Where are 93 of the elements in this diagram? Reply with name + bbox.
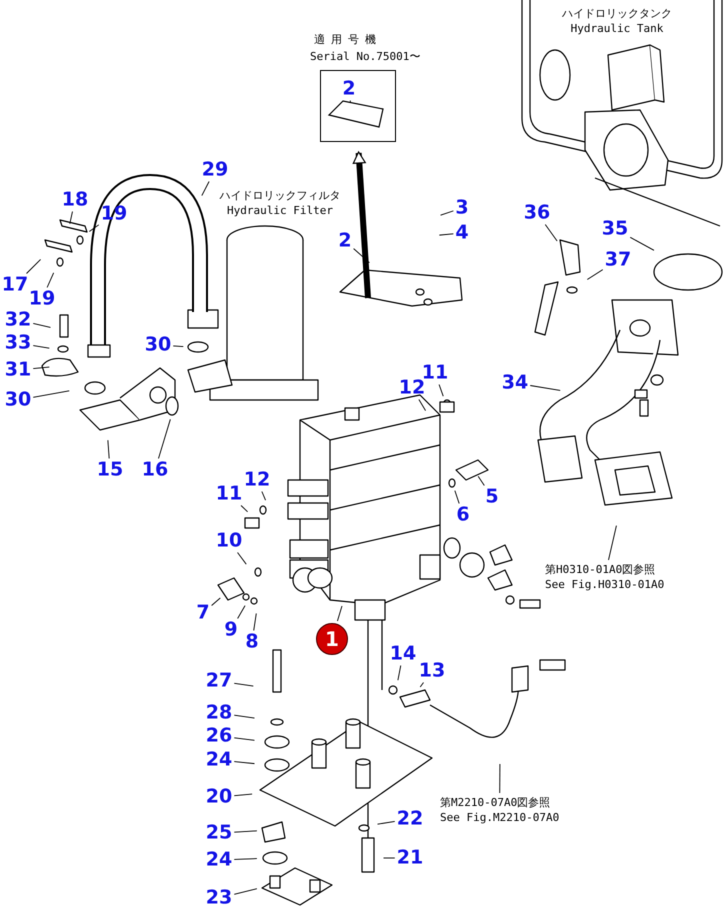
callout-number: 30 [4, 390, 32, 410]
callout-number: 2 [338, 232, 352, 250]
callout-circle: 1 [316, 623, 348, 655]
filter-label: Hydraulic Filter [227, 203, 333, 218]
tank-label: Hydraulic Tank [570, 21, 664, 36]
callout-number: 36 [524, 204, 550, 222]
filter-label: ハイドロリックフィルタ [220, 188, 340, 203]
callout-number: 5 [485, 488, 499, 506]
leader-line [234, 858, 258, 860]
leader-line [630, 236, 654, 251]
callout-number: 16 [142, 460, 168, 480]
leader-line [237, 552, 247, 565]
arrow [352, 151, 371, 298]
callout-number: 32 [4, 310, 32, 330]
tank-label: ハイドロリックタンク [562, 6, 672, 21]
leader-line [440, 210, 454, 216]
callout-number: 20 [206, 788, 232, 806]
leader-line [478, 476, 485, 486]
callout-number: 9 [224, 620, 238, 640]
leader-line [337, 606, 342, 622]
callout-number: 34 [502, 374, 528, 392]
callout-number: 19 [28, 290, 56, 308]
callout-number: 35 [602, 220, 628, 238]
leader-line [240, 505, 248, 512]
leader-line [608, 525, 617, 560]
reference-note: 第H0310-01A0図参照 See Fig.H0310-01A0 [545, 562, 664, 592]
leader-line [530, 385, 561, 391]
leader-line [377, 820, 396, 825]
leader-line [454, 490, 460, 504]
leader-line [544, 224, 558, 242]
callout-number: 10 [216, 532, 242, 550]
leader-line [234, 888, 258, 895]
leader-line [46, 272, 54, 288]
callout-number: 29 [202, 160, 228, 180]
callout-number: 3 [455, 198, 469, 218]
leader-line [261, 491, 266, 501]
callout-number: 24 [206, 850, 232, 870]
serial-note: Serial No.75001〜 [310, 49, 420, 64]
leader-line [201, 181, 210, 196]
leader-line [237, 605, 246, 619]
callout-number: 30 [144, 336, 172, 354]
callout-number: 22 [396, 810, 424, 828]
leader-line [234, 714, 255, 719]
leader-line [253, 612, 257, 631]
leader-line [234, 682, 254, 687]
leader-line [234, 761, 255, 764]
callout-number: 2 [342, 80, 356, 98]
callout-number: 25 [206, 824, 232, 842]
leader-line [438, 233, 454, 236]
callout-number: 11 [216, 484, 242, 504]
callout-number: 6 [456, 506, 470, 524]
callout-number: 8 [245, 632, 259, 652]
callout-number: 21 [396, 848, 424, 868]
leader-line [418, 399, 426, 412]
leader-line [438, 384, 444, 397]
leader-line [26, 258, 42, 274]
leader-line [158, 418, 171, 459]
leader-line [32, 323, 51, 328]
leader-line [107, 440, 110, 459]
leader-line [32, 390, 70, 398]
callout-number: 12 [244, 470, 270, 490]
leader-line [32, 366, 50, 369]
leader-line [234, 737, 255, 741]
leader-line [88, 224, 100, 232]
callout-number: 13 [418, 662, 446, 680]
callout-number: 37 [604, 250, 632, 270]
callout-number: 26 [206, 726, 232, 746]
callout-number: 27 [206, 672, 232, 690]
callout-number: 33 [4, 334, 32, 352]
callout-number: 23 [206, 888, 232, 908]
serial-note: 適用号機 [314, 32, 382, 47]
callout-number: 28 [206, 704, 232, 722]
callout-number: 14 [390, 644, 416, 664]
leader-line [353, 248, 370, 264]
leader-line [499, 764, 500, 794]
callout-number: 18 [62, 190, 88, 210]
leader-line [420, 682, 424, 688]
reference-note: 第M2210-07A0図参照 See Fig.M2210-07A0 [440, 795, 560, 825]
callout-number: 31 [4, 360, 32, 380]
callout-number: 7 [196, 604, 210, 622]
leader-line [172, 346, 184, 348]
leader-line [32, 345, 50, 349]
leader-line [211, 598, 221, 606]
leader-line [586, 269, 604, 280]
leader-line [234, 794, 253, 796]
callout-number: 15 [96, 460, 124, 480]
callout-number: 24 [206, 750, 232, 770]
callout-number: 12 [398, 378, 426, 398]
leader-line [234, 830, 258, 833]
leader-line [69, 211, 73, 224]
callout-number: 4 [455, 224, 469, 242]
leader-line [397, 665, 402, 681]
callout-number: 17 [2, 276, 28, 294]
